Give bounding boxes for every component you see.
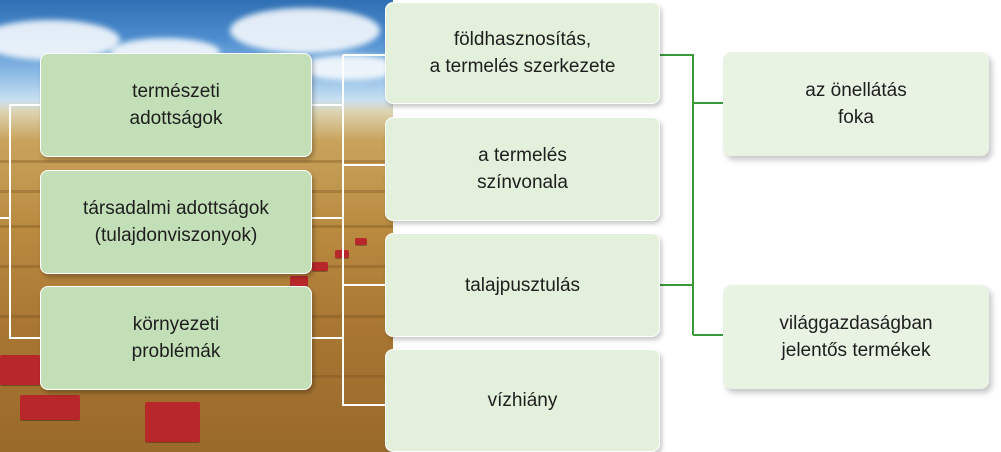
box-text-line: a termelés szerkezete: [429, 56, 616, 77]
box-text-line: természeti: [132, 81, 220, 102]
production-level-box: a termelés színvonala: [385, 117, 660, 221]
water-shortage-box: vízhiány: [385, 349, 660, 452]
soil-erosion-box: talajpusztulás: [385, 233, 660, 337]
box-text-line: az önellátás: [805, 80, 907, 101]
world-economy-products-box: világgazdaságban jelentős termékek: [723, 285, 989, 389]
box-text-line: a termelés: [478, 145, 567, 166]
box-text-line: színvonala: [477, 172, 568, 193]
box-text-line: talajpusztulás: [464, 274, 581, 296]
box-text-line: jelentős termékek: [781, 340, 931, 361]
box-text-line: vízhiány: [487, 390, 558, 411]
environmental-problems-box: környezeti problémák: [40, 286, 312, 390]
natural-conditions-box: természeti adottságok: [40, 53, 312, 157]
box-text-line: foka: [838, 107, 874, 128]
box-text-line: környezeti: [132, 314, 220, 335]
box-text-line: problémák: [131, 341, 221, 362]
box-text-line: társadalmi adottságok: [83, 198, 269, 219]
box-text-line: (tulajdonviszonyok): [94, 225, 258, 246]
box-text-line: adottságok: [129, 108, 223, 129]
land-use-box: földhasznosítás, a termelés szerkezete: [385, 2, 660, 104]
social-conditions-box: társadalmi adottságok (tulajdonviszonyok): [40, 170, 312, 274]
self-sufficiency-box: az önellátás foka: [723, 52, 989, 156]
box-text-line: földhasznosítás,: [453, 29, 592, 50]
box-text-line: világgazdaságban: [779, 313, 933, 334]
